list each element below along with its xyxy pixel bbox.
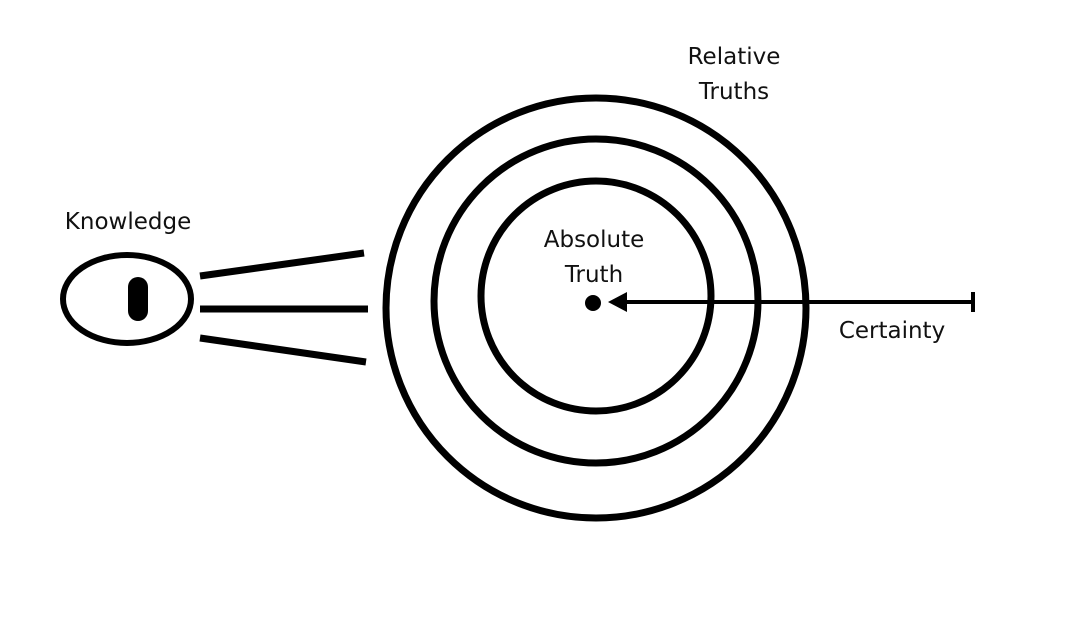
certainty-arrow-head — [608, 292, 627, 312]
absolute-truth-point — [585, 295, 601, 311]
eye-outline — [60, 252, 194, 346]
sight-ray-top — [199, 249, 365, 280]
certainty-arrow — [608, 292, 975, 312]
absolute-truth-ring-inner — [477, 177, 715, 415]
knowledge-label: Knowledge — [48, 205, 208, 240]
eye-icon — [60, 252, 194, 346]
sight-ray-bottom — [199, 334, 367, 366]
absolute-truth-label-line-1: Absolute — [543, 227, 645, 253]
certainty-label-text: Certainty — [838, 318, 946, 344]
knowledge-label-text: Knowledge — [64, 209, 192, 235]
sight-rays — [199, 249, 368, 366]
relative-truth-ring-outer — [382, 94, 810, 522]
certainty-label: Certainty — [812, 314, 972, 349]
relative-truths-label: Relative Truths — [654, 40, 814, 110]
relative-truths-label-line-1: Relative — [687, 44, 781, 70]
absolute-truth-label: Absolute Truth — [514, 223, 674, 293]
absolute-truth-label-line-2: Truth — [564, 262, 624, 288]
relative-truths-label-line-2: Truths — [698, 79, 770, 105]
